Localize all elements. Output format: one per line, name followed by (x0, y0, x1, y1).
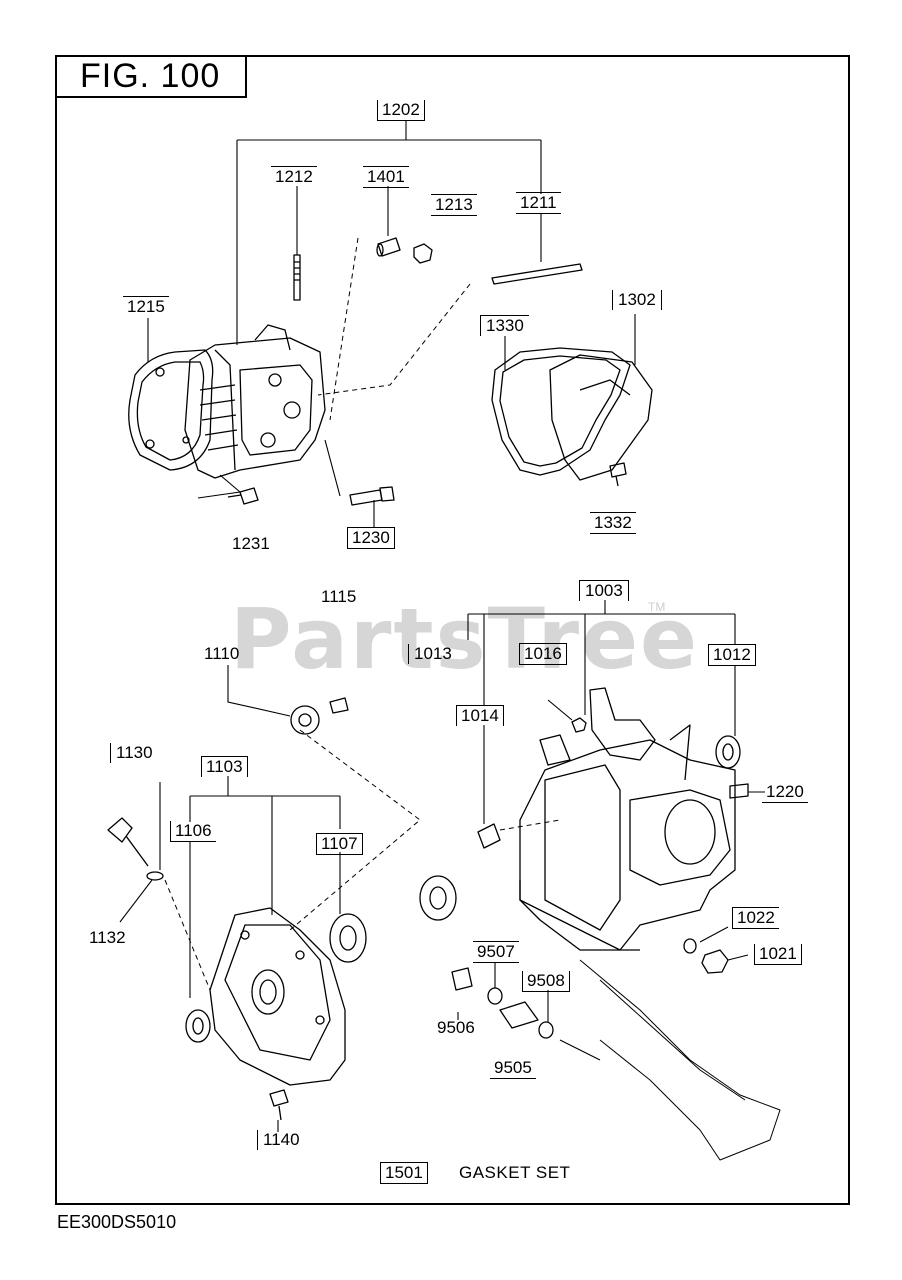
washer-1022 (683, 938, 697, 954)
bolt-1230 (349, 486, 395, 506)
dowel-1401 (376, 237, 401, 257)
figure-title: FIG. 100 (80, 57, 221, 95)
part-label-1103: 1103 (201, 756, 248, 777)
stud-1212 (293, 254, 301, 301)
dipstick-1130 (107, 817, 149, 867)
part-label-1014: 1014 (456, 705, 504, 726)
bolt-1140 (269, 1089, 289, 1121)
part-label-1115: 1115 (321, 587, 357, 606)
diagram-code: EE300DS5010 (57, 1212, 177, 1232)
watermark: PartsTree (230, 590, 700, 688)
part-label-1211: 1211 (516, 192, 561, 214)
bearing-center (419, 875, 457, 921)
oil-seal-1106 (185, 1009, 211, 1043)
crankcase-1003 (519, 687, 736, 951)
part-label-1401: 1401 (363, 166, 409, 188)
bearing-1107 (329, 913, 367, 963)
dowel-1220 (729, 783, 749, 799)
part-label-1106: 1106 (170, 821, 216, 842)
part-label-1012: 1012 (708, 644, 756, 666)
rod-1211 (491, 263, 583, 285)
o-ring-9507 (487, 987, 503, 1005)
part-label-1202: 1202 (377, 100, 425, 121)
part-label-1231: 1231 (232, 534, 270, 553)
part-label-1013: 1013 (408, 644, 457, 664)
gasket-set-label: GASKET SET (459, 1163, 571, 1182)
part-label-1501: 1501 (380, 1162, 428, 1184)
part-label-1302: 1302 (612, 290, 662, 310)
nut-1213 (413, 243, 433, 264)
watermark-trademark: TM (648, 600, 666, 614)
crankcase-cover-1103 (209, 907, 346, 1086)
cylinder-head (184, 324, 326, 479)
head-gasket-1215 (128, 349, 214, 471)
part-label-1022: 1022 (732, 907, 779, 929)
part-label-1213: 1213 (431, 194, 477, 216)
o-ring-9508 (538, 1021, 554, 1039)
part-label-1110: 1110 (204, 644, 240, 663)
part-label-1330: 1330 (480, 315, 529, 336)
part-label-1016: 1016 (519, 643, 567, 665)
part-label-1130: 1130 (110, 743, 158, 763)
part-label-1132: 1132 (89, 928, 126, 947)
o-ring-1132 (146, 871, 164, 881)
breather-9506 (451, 967, 473, 991)
diagram-frame (55, 55, 850, 1205)
breather-tube-9505 (579, 959, 781, 1161)
drain-bolt-1021 (701, 949, 729, 974)
part-label-1215: 1215 (123, 296, 169, 317)
figure-title-box (55, 55, 247, 98)
part-label-1220: 1220 (762, 782, 808, 803)
part-label-1003: 1003 (579, 580, 629, 601)
part-label-9507: 9507 (473, 941, 519, 963)
part-label-9505: 9505 (490, 1058, 536, 1079)
part-label-1107: 1107 (316, 833, 363, 855)
cover-gasket-1330 (491, 347, 631, 476)
bolt-1231 (227, 487, 259, 505)
nut-1016 (571, 717, 587, 733)
part-label-1230: 1230 (347, 527, 395, 549)
tube-9508 (499, 1001, 539, 1029)
part-label-9508: 9508 (522, 971, 570, 992)
dowel-1014 (477, 823, 501, 849)
part-label-1212: 1212 (271, 166, 317, 187)
part-label-1332: 1332 (590, 512, 636, 534)
part-label-1021: 1021 (754, 944, 802, 965)
head-cover-1302 (549, 354, 653, 481)
oil-seal-1012 (715, 735, 741, 769)
part-label-9506: 9506 (437, 1018, 475, 1037)
part-label-1140: 1140 (257, 1130, 305, 1150)
bolt-1332 (609, 462, 627, 487)
governor-1110 (290, 697, 349, 735)
